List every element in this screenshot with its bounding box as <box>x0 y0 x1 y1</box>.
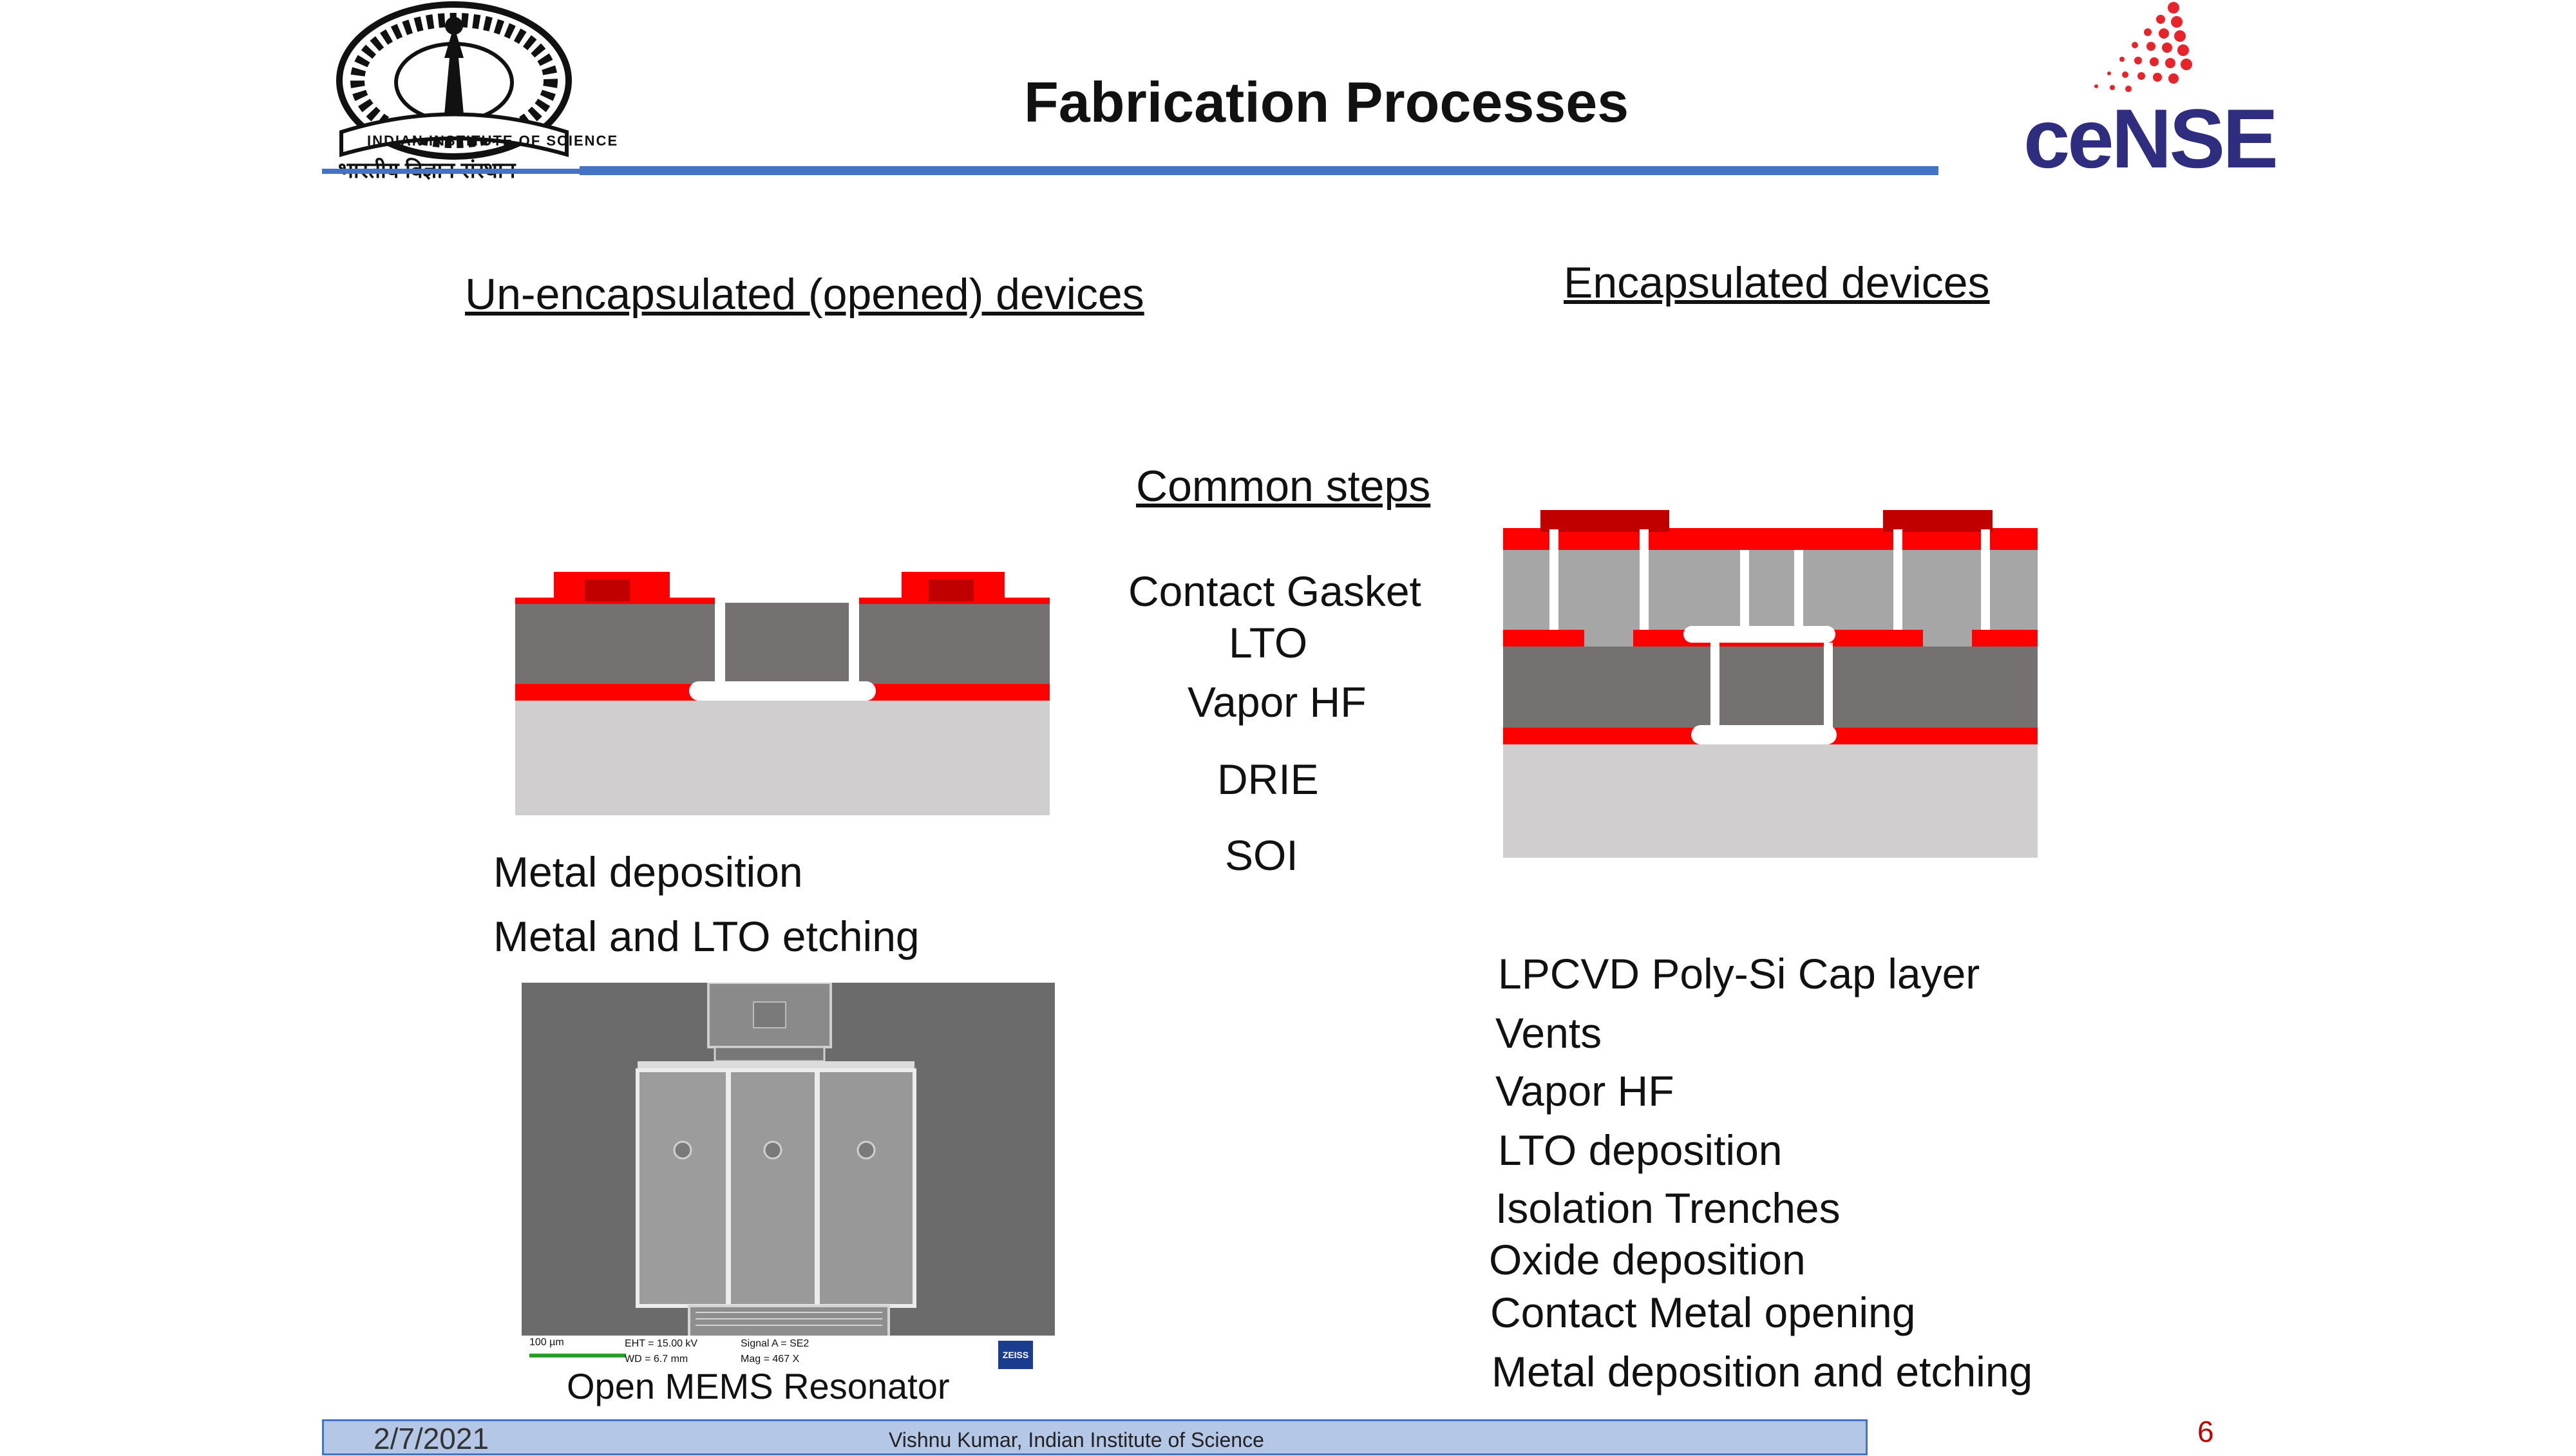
title-rule-left <box>322 169 580 174</box>
right-step-oxide-deposition: Oxide deposition <box>1489 1236 1806 1283</box>
common-step-drie: DRIE <box>1217 755 1319 803</box>
common-step-lto: LTO <box>1229 619 1308 667</box>
right-step-vapor-hf: Vapor HF <box>1495 1067 1674 1115</box>
right-step-isolation-trenches: Isolation Trenches <box>1495 1184 1841 1232</box>
common-steps-heading: Common steps <box>1136 462 1431 511</box>
cense-logo-text: ceNSE <box>2023 91 2278 185</box>
zeiss-logo: ZEISS <box>998 1341 1033 1369</box>
sem-scale-bar <box>529 1354 626 1357</box>
mems-resonator-image <box>522 983 1055 1376</box>
unencapsulated-cross-section <box>515 564 1050 815</box>
dot-array-icon <box>2094 2 2192 92</box>
unencapsulated-heading: Un-encapsulated (opened) devices <box>465 270 1144 319</box>
iisc-logo: INDIAN INSTITUTE OF SCIENCE भारतीय विज्ञ… <box>322 0 619 183</box>
sem-caption: Open MEMS Resonator <box>567 1366 950 1406</box>
sem-wd-label: WD = 6.7 mm <box>625 1354 688 1365</box>
encapsulated-heading: Encapsulated devices <box>1564 258 1990 307</box>
cense-logo: ceNSE <box>2009 0 2278 185</box>
footer-author: Vishnu Kumar, Indian Institute of Scienc… <box>889 1428 1264 1451</box>
footer-date: 2/7/2021 <box>374 1422 489 1455</box>
iisc-emblem-icon <box>336 1 572 160</box>
right-step-metal-deposition-etching: Metal deposition and etching <box>1492 1348 2033 1395</box>
common-step-soi: SOI <box>1225 831 1298 879</box>
encapsulated-cross-section <box>1503 510 2038 858</box>
sem-eht-label: EHT = 15.00 kV <box>625 1338 698 1349</box>
page-number: 6 <box>2197 1415 2214 1448</box>
common-step-vapor-hf: Vapor HF <box>1188 678 1367 726</box>
sem-info-bar: 100 µm EHT = 15.00 kV WD = 6.7 mm Signal… <box>522 1336 1055 1376</box>
sem-signal-label: Signal A = SE2 <box>741 1338 810 1349</box>
iisc-logo-top-text: INDIAN INSTITUTE OF SCIENCE <box>367 133 619 149</box>
left-step-metal-deposition: Metal deposition <box>493 848 803 896</box>
sem-mag-label: Mag = 467 X <box>741 1354 800 1365</box>
right-step-lto-deposition: LTO deposition <box>1498 1126 1783 1174</box>
sem-scale-label: 100 µm <box>529 1337 564 1348</box>
right-step-contact-metal-opening: Contact Metal opening <box>1490 1289 1916 1336</box>
common-step-contact-gasket: Contact Gasket <box>1128 567 1421 615</box>
page-title: Fabrication Processes <box>1024 70 1629 134</box>
right-step-lpcvd-cap: LPCVD Poly-Si Cap layer <box>1498 950 1980 997</box>
left-step-metal-lto-etching: Metal and LTO etching <box>493 912 920 960</box>
right-step-vents: Vents <box>1495 1009 1602 1057</box>
title-rule <box>580 166 1938 175</box>
sem-image: 100 µm EHT = 15.00 kV WD = 6.7 mm Signal… <box>522 983 1055 1376</box>
